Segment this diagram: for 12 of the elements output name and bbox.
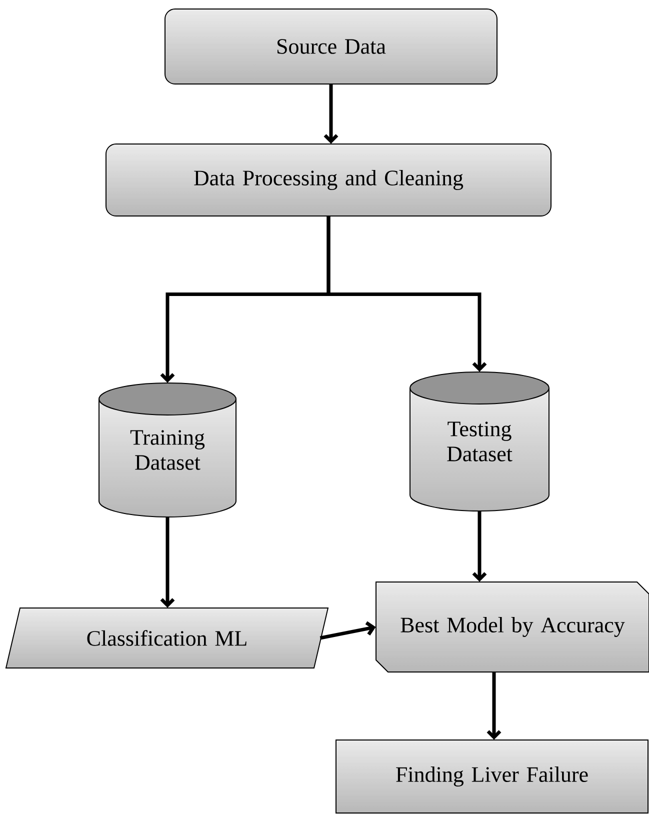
arrow [320, 621, 376, 640]
arrow [472, 511, 487, 582]
database-cylinder: Testing Dataset [410, 372, 550, 512]
arrow [160, 517, 175, 608]
process-box: Data Processing and Cleaning [106, 144, 552, 216]
arrow [486, 672, 502, 740]
process-box: Best Model by Accuracy [376, 582, 649, 672]
process-box: Source Data [164, 8, 498, 84]
database-cylinder: Training Dataset [98, 382, 236, 518]
process-box: Finding Liver Failure [336, 740, 648, 814]
arrow [326, 216, 487, 372]
arrow [324, 84, 338, 144]
